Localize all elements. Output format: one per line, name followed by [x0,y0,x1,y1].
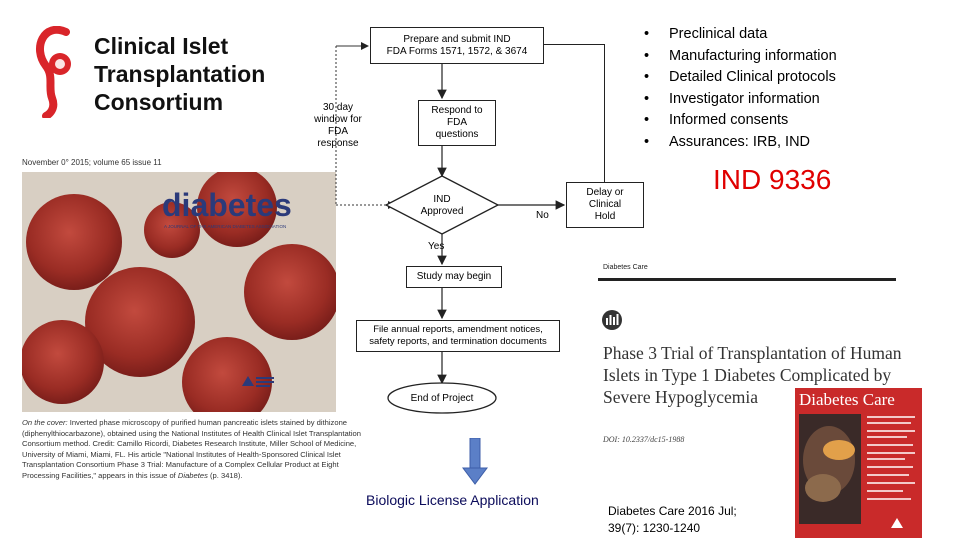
delay-line-1: Delay or [586,187,624,198]
diabetes-journal-cover: diabetes A JOURNAL OF THE AMERICAN DIABE… [22,172,336,412]
islet-micrograph-image: diabetes A JOURNAL OF THE AMERICAN DIABE… [22,172,336,412]
list-item: •Manufacturing information [644,46,837,68]
bar-chart-icon [602,310,622,330]
logo-line-2: Transplantation [94,61,266,87]
ind-number: IND 9336 [713,164,832,195]
no-label: No [536,210,549,221]
dc-cover-masthead: Diabetes Care [799,390,895,409]
paper-doi: DOI: 10.2337/dc15-1988 [603,435,685,444]
caption-lead: On the cover: [22,418,68,427]
window-line-1: 30 day [322,102,354,113]
cover-date-line: November 0° 2015; volume 65 issue 11 [22,158,162,167]
window-label: 30 day window for FDA response [310,102,366,150]
end-of-project-ellipse [387,382,497,414]
end-of-project-label: End of Project [410,393,474,404]
prepare-line-1: Prepare and submit IND [403,33,511,45]
logo-text: Clinical Islet Transplantation Consortiu… [94,32,265,116]
dc-cover-art [799,414,915,528]
list-item-text: Manufacturing information [669,47,837,64]
study-text: Study may begin [416,271,492,282]
ada-logo-icon [242,376,274,387]
divider [598,278,896,281]
delay-return-top [544,44,605,46]
logo-line-3: Consortium [94,89,224,115]
cover-caption: On the cover: Inverted phase microscopy … [22,418,367,481]
prepare-line-2: FDA Forms 1571, 1572, & 3674 [386,45,528,57]
down-arrow-icon [462,438,488,485]
logo-line-1: Clinical Islet [94,33,229,59]
list-item: •Assurances: IRB, IND [644,132,837,154]
respond-line-1: Respond to [431,105,483,116]
list-item: •Informed consents [644,110,837,132]
ind-approved-diamond [384,175,500,235]
paper-title: Phase 3 Trial of Transplantation of Huma… [603,343,902,407]
list-item-text: Informed consents [669,112,789,128]
annual-line-1: File annual reports, amendment notices, [373,324,543,335]
ind-contents-list: •Preclinical data •Manufacturing informa… [644,24,837,153]
delay-return-line [604,45,606,182]
window-line-4: response [317,138,359,149]
caption-body: Inverted phase microscopy of purified hu… [22,418,361,480]
respond-line-2: FDA [447,117,467,128]
cit-swirl-icon [36,26,71,118]
approved-line-2: Approved [420,206,464,217]
study-may-begin-box: Study may begin [406,266,502,288]
list-item-text: Detailed Clinical protocols [669,69,836,85]
logo-block [30,22,300,122]
window-line-3: FDA [328,126,348,137]
annual-line-2: safety reports, and termination document… [369,336,547,347]
list-item: •Investigator information [644,89,837,111]
caption-journal: Diabetes [177,470,208,480]
yes-label: Yes [428,241,445,252]
citation: Diabetes Care 2016 Jul; 39(7): 1230-1240 [608,503,737,537]
delay-line-3: Hold [594,211,616,222]
flowchart-connectors [335,42,566,414]
caption-end: (p. 3418). [207,470,243,480]
window-line-2: window for [314,114,362,125]
file-annual-reports-box: File annual reports, amendment notices,s… [356,320,560,352]
delay-line-2: Clinical [588,199,622,210]
list-item: •Detailed Clinical protocols [644,67,837,89]
cover-masthead: diabetes [162,187,292,223]
list-item-text: Investigator information [669,90,820,107]
diabetes-care-cover: Diabetes Care [795,388,922,538]
list-item: •Preclinical data [644,24,837,46]
list-item-text: Assurances: IRB, IND [669,133,811,150]
respond-line-3: questions [435,129,479,140]
cover-subtitle: A JOURNAL OF THE AMERICAN DIABETES ASSOC… [164,224,286,229]
citation-line-1: Diabetes Care 2016 Jul; [608,504,737,518]
biologic-license-application-label: Biologic License Application [366,492,539,508]
approved-line-1: IND [433,194,451,205]
diabetes-care-label: Diabetes Care [603,264,648,271]
citation-line-2: 39(7): 1230-1240 [608,521,701,535]
list-item-text: Preclinical data [669,26,768,42]
